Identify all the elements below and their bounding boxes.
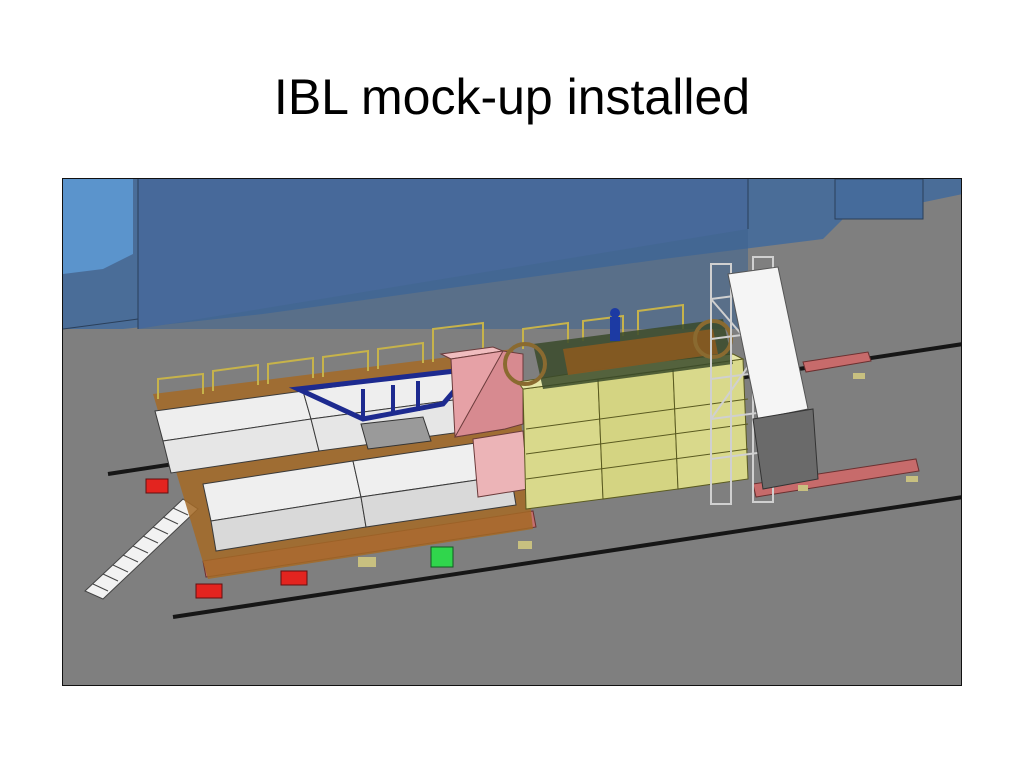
cad-render-svg (63, 179, 961, 685)
rail-pink-right-top (802, 351, 872, 373)
slide-title: IBL mock-up installed (273, 69, 751, 125)
rail-front (172, 495, 961, 619)
pink-box-tower (439, 346, 529, 498)
blue-fixture (288, 365, 480, 450)
scaffold-tower (710, 256, 819, 505)
support-green (430, 546, 454, 568)
support-red-2 (280, 570, 308, 586)
rail-pink-right-bottom (752, 458, 920, 498)
wheel-left (503, 342, 547, 386)
platform-decks (154, 370, 517, 552)
support-red-3 (145, 478, 169, 494)
wall-panel-front (138, 179, 748, 329)
person-figure (610, 317, 620, 341)
wall-pillar-left (63, 179, 133, 274)
wall-window-right (834, 179, 924, 220)
cad-render-image (62, 178, 962, 686)
support-red-1 (195, 583, 223, 599)
railings (157, 303, 684, 399)
